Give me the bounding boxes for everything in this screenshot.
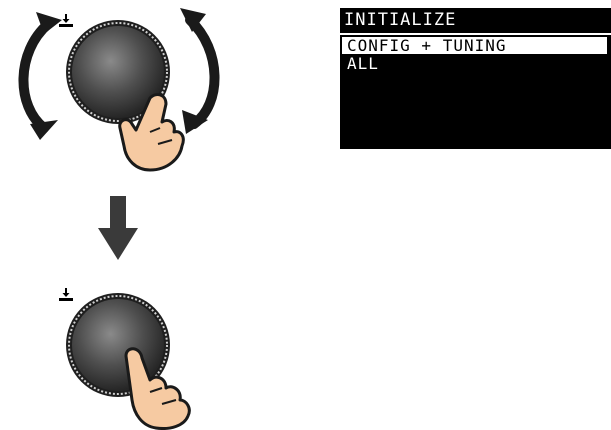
rotate-right-arrow-icon bbox=[180, 8, 215, 134]
lcd-screen: INITIALIZE CONFIG + TUNING ALL bbox=[340, 8, 611, 149]
menu-option-config-tuning[interactable]: CONFIG + TUNING bbox=[342, 37, 607, 54]
rotate-step bbox=[23, 8, 214, 170]
menu-option-all[interactable]: ALL bbox=[342, 55, 607, 72]
push-indicator-icon bbox=[59, 288, 73, 301]
down-arrow-icon bbox=[98, 196, 138, 260]
screen-title: INITIALIZE bbox=[344, 10, 456, 30]
press-step bbox=[59, 288, 189, 429]
title-divider bbox=[340, 33, 611, 35]
rotate-left-arrow-icon bbox=[23, 12, 62, 140]
